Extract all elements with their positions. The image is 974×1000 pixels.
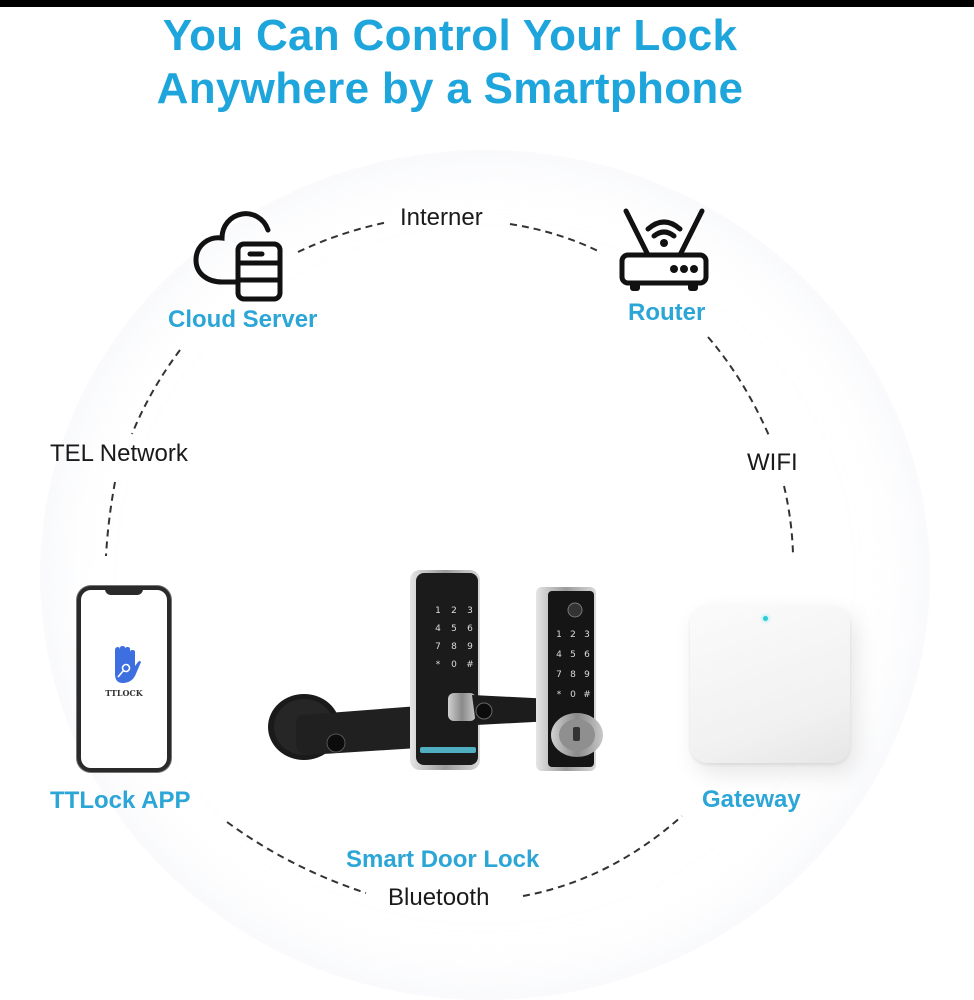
router-label: Router	[628, 299, 706, 326]
svg-text:0: 0	[570, 690, 576, 700]
svg-text:0: 0	[451, 660, 457, 670]
wifi-connection-label: WIFI	[747, 449, 798, 476]
svg-text:8: 8	[451, 642, 457, 652]
gateway-device-image	[690, 605, 850, 763]
svg-text:3: 3	[584, 630, 590, 640]
svg-text:3: 3	[467, 606, 473, 616]
link-bluetooth-to-gateway	[522, 815, 683, 897]
cloud-server-label: Cloud Server	[168, 306, 318, 333]
link-cloud-to-internet	[297, 221, 389, 253]
svg-text:8: 8	[570, 670, 576, 680]
smart-door-lock-label: Smart Door Lock	[346, 846, 540, 873]
title-line-2: Anywhere by a Smartphone	[156, 64, 744, 113]
top-bar	[0, 0, 974, 7]
svg-text:4: 4	[435, 624, 441, 634]
svg-text:#: #	[466, 660, 474, 670]
svg-text:9: 9	[584, 670, 590, 680]
svg-text:#: #	[583, 690, 591, 700]
link-app-to-bluetooth	[226, 821, 367, 894]
svg-text:7: 7	[556, 670, 562, 680]
svg-text:5: 5	[451, 624, 457, 634]
svg-text:*: *	[436, 660, 441, 670]
internet-connection-label: Interner	[400, 204, 483, 231]
svg-text:5: 5	[570, 650, 576, 660]
link-wifi-to-gateway	[783, 485, 794, 555]
ttlock-app-label: TTLock APP	[50, 787, 191, 814]
link-cloud-to-tel	[131, 349, 181, 435]
svg-text:2: 2	[570, 630, 576, 640]
link-tel-to-app	[105, 481, 116, 557]
svg-text:7: 7	[435, 642, 441, 652]
svg-text:*: *	[557, 690, 562, 700]
link-router-to-wifi	[707, 336, 771, 439]
svg-text:1: 1	[556, 630, 562, 640]
gateway-led-indicator	[763, 616, 768, 621]
cloud-server-icon	[193, 211, 283, 302]
svg-text:6: 6	[584, 650, 590, 660]
phone-notch	[105, 589, 143, 595]
gateway-label: Gateway	[702, 786, 801, 813]
svg-text:1: 1	[435, 606, 441, 616]
bluetooth-connection-label: Bluetooth	[388, 884, 490, 911]
tel-network-connection-label: TEL Network	[50, 440, 188, 467]
svg-text:4: 4	[556, 650, 562, 660]
svg-text:9: 9	[467, 642, 473, 652]
smartphone-icon: TTLOCK	[77, 586, 171, 772]
ttlock-hand-logo-icon	[115, 646, 141, 683]
title-line-1: You Can Control Your Lock	[162, 11, 738, 60]
svg-text:6: 6	[467, 624, 473, 634]
svg-text:2: 2	[451, 606, 457, 616]
ttlock-logo-text: TTLOCK	[105, 688, 143, 698]
link-internet-to-router	[509, 223, 601, 253]
router-wifi-icon	[619, 208, 709, 291]
